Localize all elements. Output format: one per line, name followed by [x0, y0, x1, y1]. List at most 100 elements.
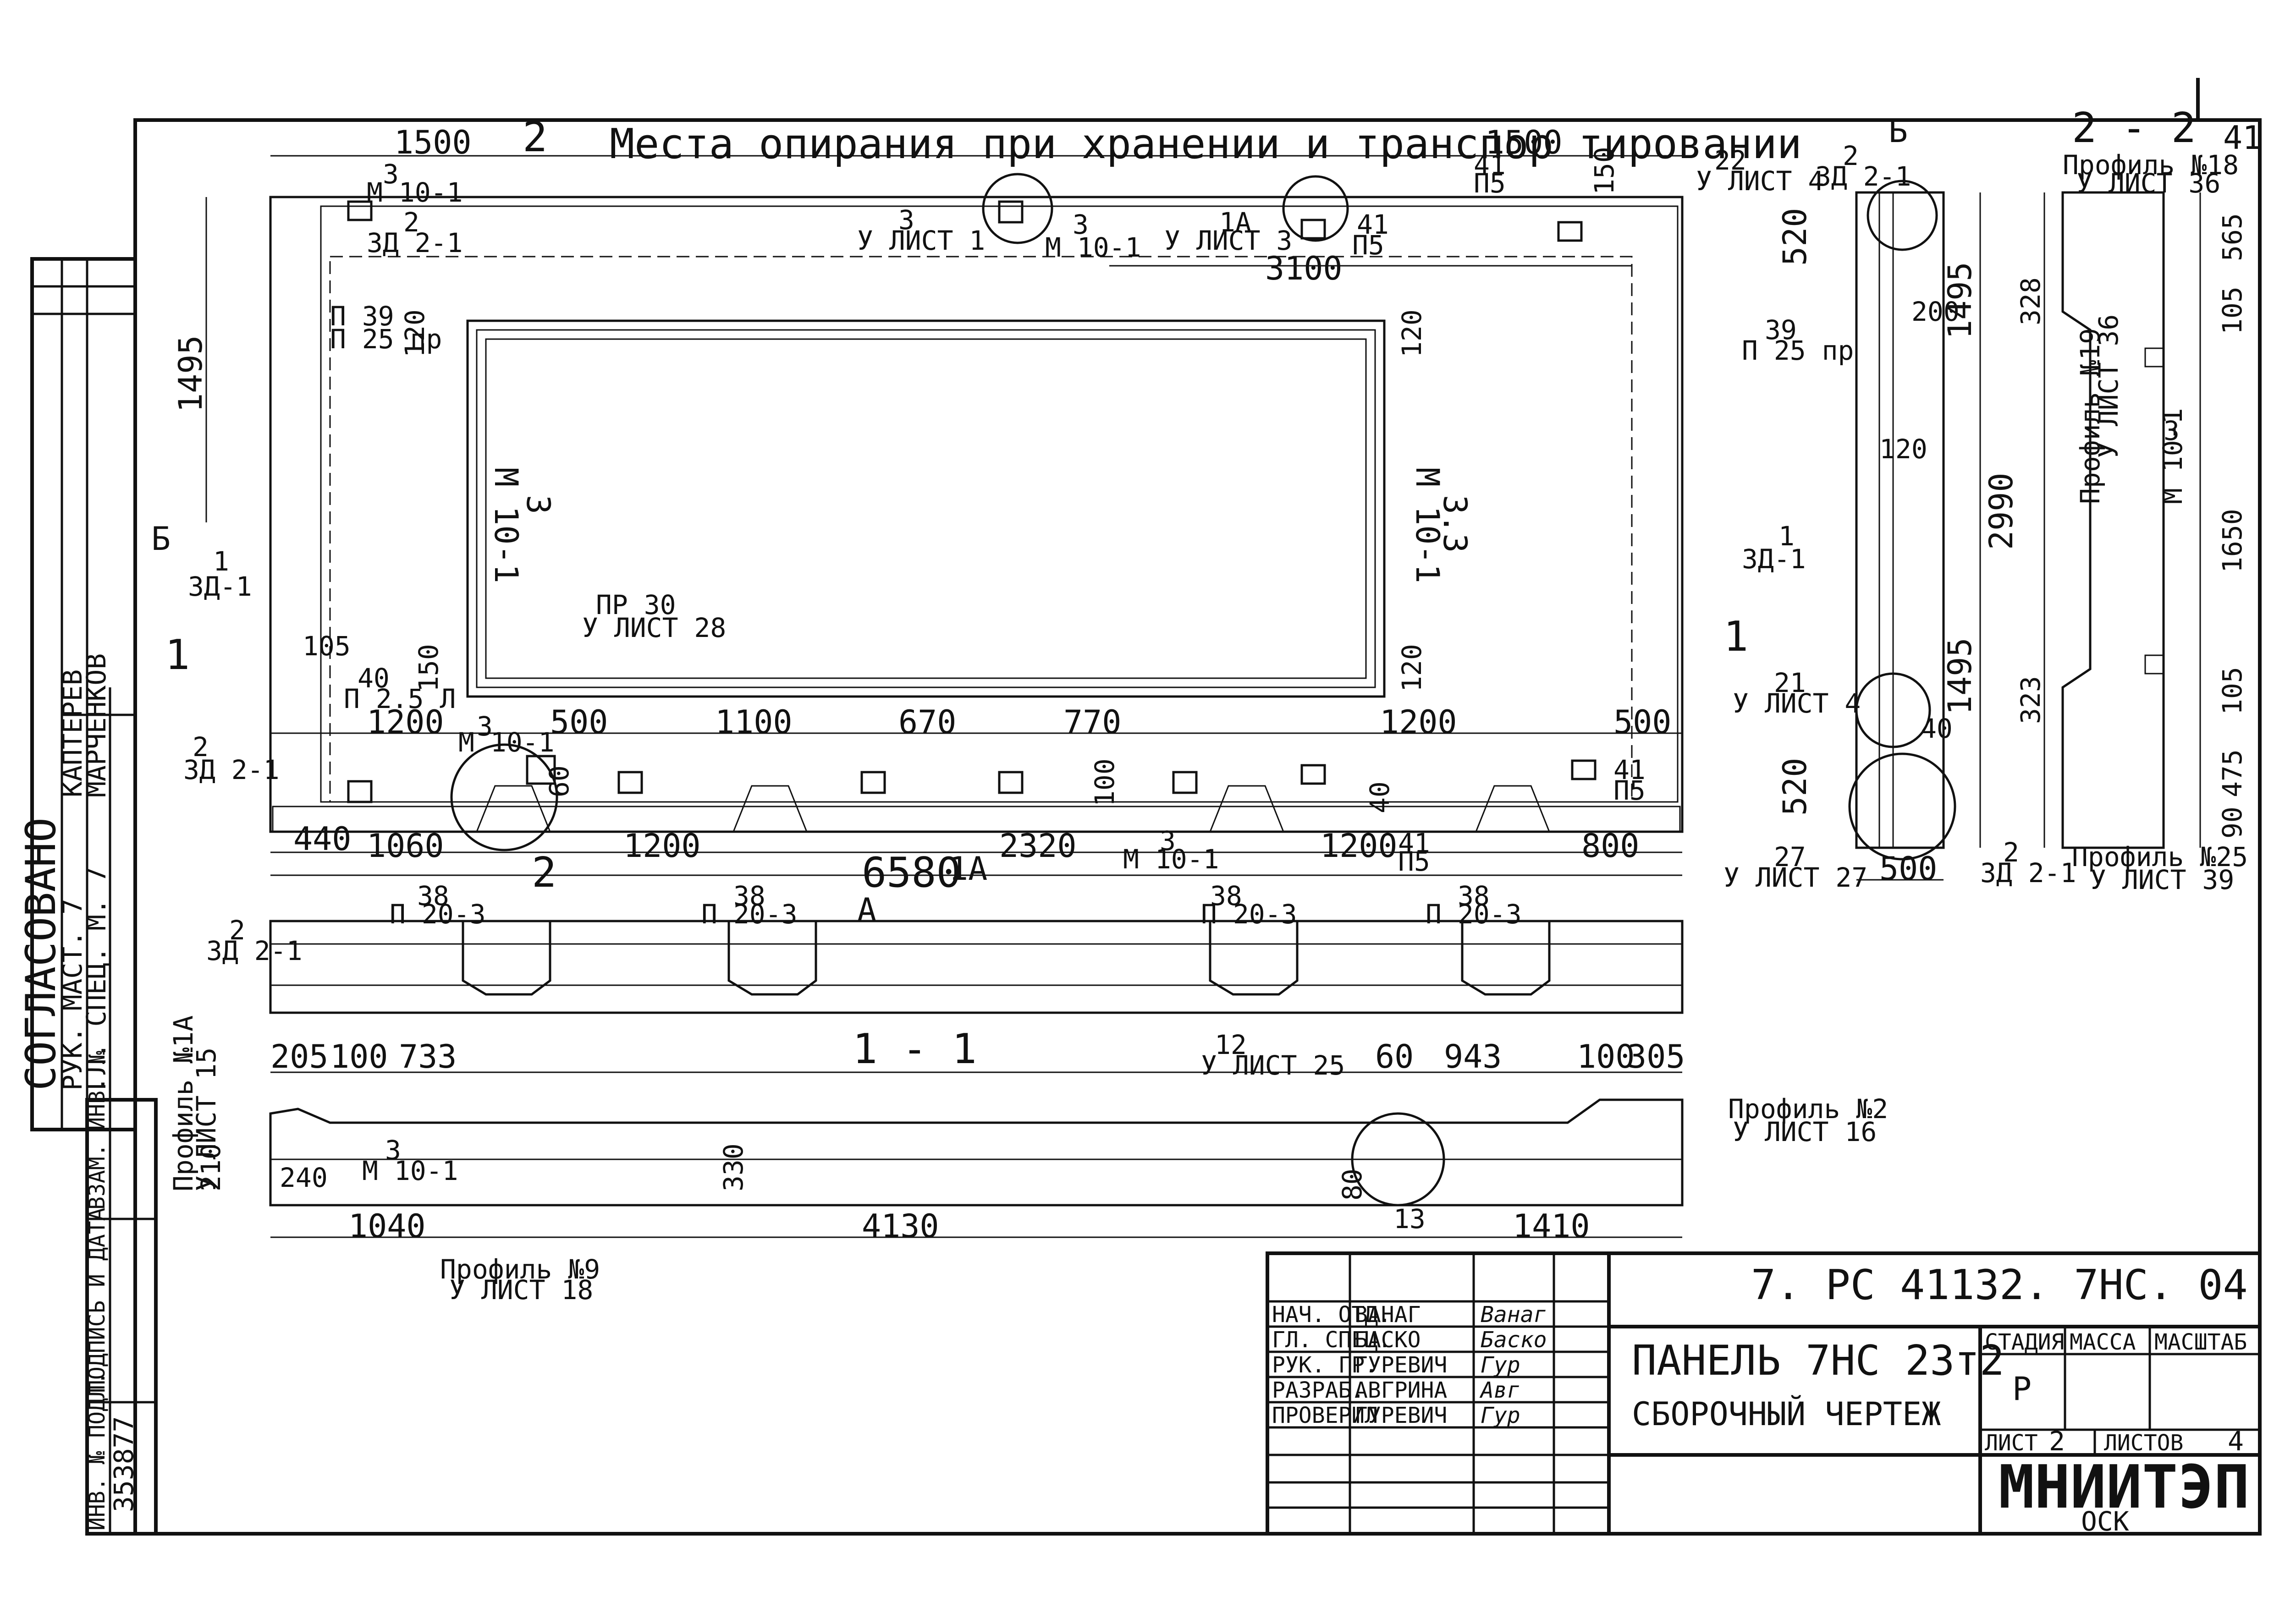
- plan-dimension-lines: [205, 155, 1682, 876]
- dim-1040: 1040: [348, 1207, 426, 1245]
- dim-row2-4: 2320: [999, 827, 1077, 865]
- dim-565: 565: [2217, 213, 2248, 261]
- section-mark-B-side: Б: [1889, 112, 1908, 150]
- dim-100b: 100: [1577, 1038, 1635, 1075]
- signer-role-3: РУК. ГР.: [1272, 1352, 1378, 1378]
- dim-1650: 1650: [2217, 509, 2248, 573]
- orig-inv-label: ИНВ. № ПОДЛ.: [84, 1372, 110, 1531]
- dim-90: 90: [2217, 807, 2248, 839]
- callout-ref: П5: [1398, 846, 1430, 877]
- signer-role-1: НАЧ. ОТД.: [1272, 1302, 1391, 1328]
- callout-ref: М 10-1: [1123, 844, 1219, 875]
- dim-475: 475: [2217, 749, 2248, 797]
- dim-40: 40: [1921, 713, 1953, 744]
- profile-9: Профиль №9: [440, 1254, 600, 1285]
- sheets-value: 4: [2228, 1426, 2244, 1457]
- sheet-label: ЛИСТ: [1985, 1430, 2038, 1456]
- callout-num: 2: [2003, 837, 2019, 868]
- detail-circle-B-mid: [1855, 672, 1931, 748]
- dim-row2-2: 1060: [367, 827, 444, 865]
- approval-role-2: ГЛ. СПЕЦ. М. 7: [81, 867, 112, 1091]
- section-mark-1-left: 1: [165, 631, 190, 679]
- approval-name-1: КАПТЕРЕВ: [57, 669, 88, 797]
- callout-ref: П 20-3: [1201, 899, 1297, 930]
- dim-row1-6: 1200: [1380, 703, 1457, 741]
- callout-ref: ЗД 2-1: [206, 935, 303, 966]
- dim-200: 200: [1911, 296, 1960, 327]
- section-mark-1-right: 1: [1723, 613, 1748, 661]
- dim-2990: 2990: [1982, 472, 2020, 550]
- dim-328: 328: [2015, 277, 2046, 325]
- signer-name-2: БАСКО: [1354, 1327, 1421, 1353]
- callout-num: 21: [1774, 667, 1806, 698]
- dim-v-120c: 120: [1396, 644, 1427, 692]
- product-name: ПАНЕЛЬ 7НС 23т2: [1632, 1337, 2004, 1385]
- panel-bottom-view: 2 ЗД 2-1 38 П 20-3 38 П 20-3 38 П 20-3 3…: [206, 880, 1684, 1014]
- dim-bottom-total: 6580: [862, 849, 961, 897]
- title-block: 7. РС 41132. 7НС. 04 СБ. ПАНЕЛЬ 7НС 23т2…: [1266, 1251, 2274, 1537]
- dim-80: 80: [1337, 1169, 1368, 1201]
- callout-num: 3: [898, 204, 914, 236]
- replace-inv-label: ВЗАМ. ИНВ. №: [84, 1051, 110, 1210]
- approved-label: СОГЛАСОВАНО: [17, 817, 65, 1091]
- dim-4130: 4130: [862, 1207, 939, 1245]
- callout-ref: ЗД-1: [188, 571, 252, 602]
- callout-num: 38: [1458, 880, 1490, 911]
- storage-support-note: Места опирания при хранении и транспор т…: [610, 120, 1802, 168]
- callout-num: 3: [383, 159, 399, 190]
- dim-1410: 1410: [1513, 1207, 1590, 1245]
- sheets-label: ЛИСТОВ: [2104, 1430, 2183, 1456]
- doc-type: СБОРОЧНЫЙ ЧЕРТЕЖ: [1632, 1395, 1941, 1433]
- dim-row2-1: 440: [293, 820, 351, 858]
- signer-sign-4: Авг: [1479, 1377, 1520, 1403]
- callout-num: 41: [1398, 828, 1430, 859]
- detail-circle-top-right: [1282, 175, 1349, 242]
- dim-v-105: 105: [303, 631, 351, 662]
- dim-105-bottom: 105: [2217, 667, 2248, 715]
- callout-ref: М 10-1: [362, 1155, 458, 1186]
- callout-ref: П5: [1613, 775, 1646, 806]
- profile-2: Профиль №2: [1728, 1093, 1888, 1125]
- dim-row1-5: 770: [1063, 703, 1121, 741]
- profile-1a: Профиль №1А: [168, 1015, 199, 1191]
- dim-60: 60: [1375, 1038, 1414, 1075]
- callout-ref: П 20-3: [701, 899, 798, 930]
- section-1-1-title: 1 - 1: [853, 1025, 977, 1073]
- support-ribs: [476, 785, 1550, 832]
- callout-num: 3: [519, 495, 557, 514]
- section-mark-B: Б: [151, 520, 171, 558]
- callout-num: 2: [229, 915, 245, 946]
- dim-520-top: 520: [1776, 208, 1814, 266]
- callout-ref: ЗД 2-1: [1815, 161, 1911, 192]
- dim-row2-6: 800: [1581, 827, 1639, 865]
- detail-circle-bottom: [450, 743, 558, 851]
- dim-240: 240: [280, 1162, 328, 1193]
- inv-number: 353877: [108, 1416, 139, 1512]
- callout-ref: У ЛИСТ 4: [1696, 165, 1824, 197]
- callout-num: 3: [385, 1135, 401, 1166]
- dim-13: 13: [1393, 1203, 1426, 1234]
- dim-left-height: 1495: [172, 335, 209, 412]
- profile-18-sheet: У ЛИСТ 36: [2076, 168, 2220, 199]
- detail-circle-top: [982, 173, 1053, 244]
- dim-row1-2: 500: [550, 703, 608, 741]
- dim-row1-4: 670: [898, 703, 956, 741]
- callout-ref: М 10-1: [1045, 232, 1141, 263]
- callout-num: 1: [213, 546, 229, 577]
- dim-v-120b: 120: [1396, 309, 1427, 357]
- callout-ref: У ЛИСТ 4: [1733, 688, 1861, 719]
- callout-num: 3: [477, 711, 493, 742]
- callout-num: 38: [1210, 880, 1242, 911]
- profile-18: Профиль №18: [2063, 149, 2239, 181]
- callout-ref: У ЛИСТ 25: [1201, 1050, 1345, 1081]
- section-2-2-title: 2 - 2: [2072, 104, 2196, 152]
- callout-num: 38: [733, 880, 765, 911]
- plan-callouts: 3 М 10-1 2 ЗД 2-1 3 У ЛИСТ 1 3 М 10-1 1А…: [183, 149, 1646, 877]
- callout-num: 2: [1843, 140, 1859, 171]
- callout-ref: М 10-1: [367, 177, 463, 208]
- dim-row2-5: 1200: [1320, 827, 1398, 865]
- callout-ref: ЗД 2-1: [1980, 857, 2076, 889]
- callout-ref: У ЛИСТ 1: [857, 225, 985, 256]
- callout-num: 1А: [1219, 207, 1251, 238]
- signer-role-4: РАЗРАБ.: [1272, 1377, 1365, 1403]
